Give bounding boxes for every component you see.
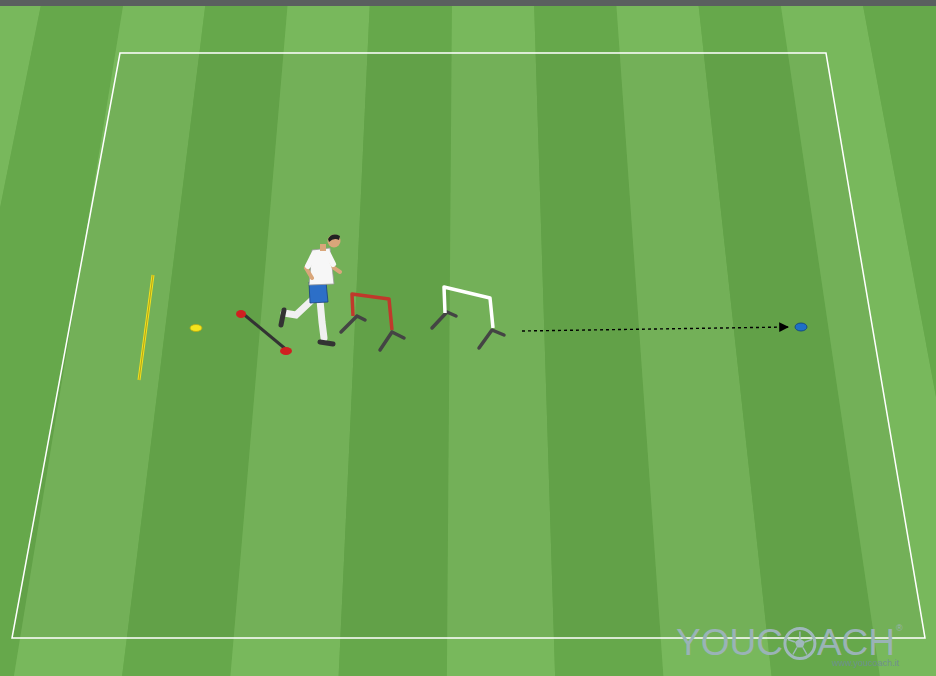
watermark-text: YOUC <box>676 624 783 661</box>
watermark-url: www.youcoach.it <box>832 659 899 668</box>
run-arrow <box>522 327 788 331</box>
white-hurdle <box>432 287 504 348</box>
pole-edge <box>139 275 153 380</box>
yellow-cone <box>190 325 202 332</box>
red-hurdle <box>341 294 404 350</box>
blue-cone <box>795 323 807 331</box>
registered-mark: ® <box>896 624 903 633</box>
top-bar <box>0 0 936 6</box>
yellow-pole <box>139 275 153 380</box>
bar-end <box>236 310 246 318</box>
pitch-boundary <box>12 53 925 638</box>
player <box>281 235 341 345</box>
watermark-text: ACH <box>817 624 895 661</box>
bar-end <box>280 347 292 355</box>
ball-logo <box>785 629 815 659</box>
